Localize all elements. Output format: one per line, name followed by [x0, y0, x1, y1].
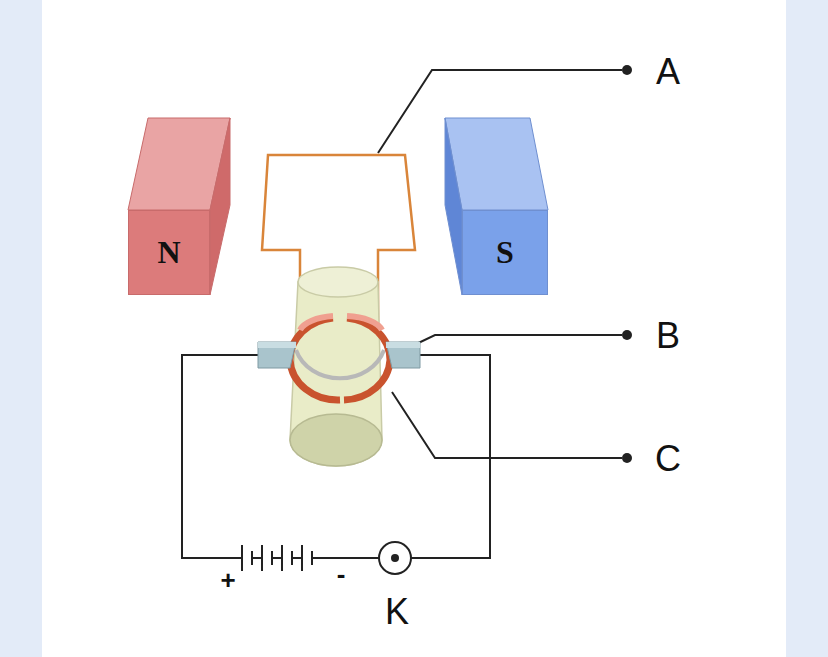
magnet-top [445, 118, 548, 210]
brush [258, 342, 420, 368]
armature-coil [262, 155, 415, 322]
switch-symbol [379, 542, 411, 574]
part-label: A [656, 54, 680, 90]
magnet-side [210, 118, 230, 295]
magnet-block: N [128, 210, 210, 295]
polarity-sign: + [220, 567, 235, 593]
magnet-side [445, 118, 462, 295]
magnet-block: S [462, 210, 548, 295]
part-label: B [656, 318, 680, 354]
commutator [290, 316, 390, 400]
leader-dots [622, 65, 632, 463]
pole-letter: N [157, 234, 180, 271]
leader-lines [378, 70, 622, 458]
shaft-cylinder [290, 267, 382, 466]
part-label: C [655, 441, 681, 477]
polarity-sign: - [337, 561, 346, 587]
battery-symbol [242, 545, 322, 571]
switch-label: K [385, 594, 409, 630]
pole-letter: S [496, 234, 514, 271]
